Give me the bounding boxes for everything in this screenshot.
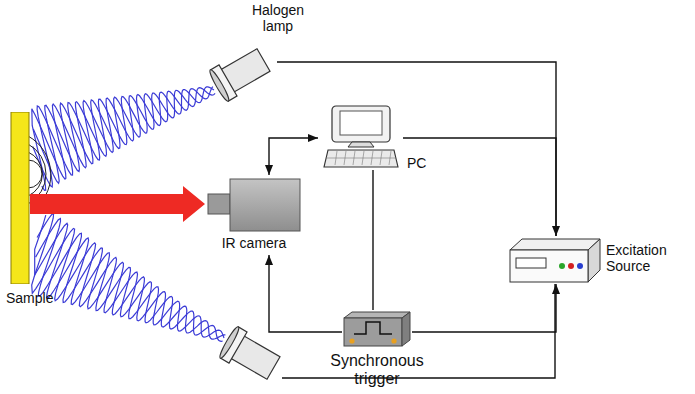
pc: PC (318, 105, 403, 170)
node-label: Halogen lamp (245, 2, 311, 34)
camera-shape (205, 175, 303, 233)
node-label: Synchronous trigger (317, 352, 437, 389)
signal-wire (277, 62, 556, 236)
halogen-lamp: Halogen lamp (205, 40, 277, 106)
light-wave (35, 215, 223, 341)
node-label: Excitation Source (606, 242, 690, 274)
sample: Sample (10, 112, 30, 284)
sample-plate (10, 112, 30, 284)
signal-wire (412, 284, 556, 332)
signal-wire (269, 138, 318, 175)
node-label: Sample (6, 290, 70, 306)
light-wave (32, 214, 224, 338)
heat-flow-arrow (30, 186, 205, 222)
light-wave (36, 219, 226, 340)
node-label: IR camera (205, 235, 303, 251)
pc-shape (318, 105, 403, 170)
ir-camera: IR camera (205, 175, 303, 255)
excitation-source: Excitation Source (508, 236, 602, 284)
source-shape (508, 236, 602, 284)
trigger-shape (342, 310, 412, 348)
light-wave (33, 88, 215, 187)
light-wave (32, 87, 213, 191)
synchronous-trigger: Synchronous trigger (342, 310, 412, 348)
node-label: PC (407, 155, 437, 171)
signal-wire (269, 255, 342, 332)
halogen-lamp-bottom (218, 325, 283, 383)
signal-wire (403, 138, 556, 236)
lamp-shape (205, 40, 277, 106)
signal-wire (372, 170, 373, 310)
